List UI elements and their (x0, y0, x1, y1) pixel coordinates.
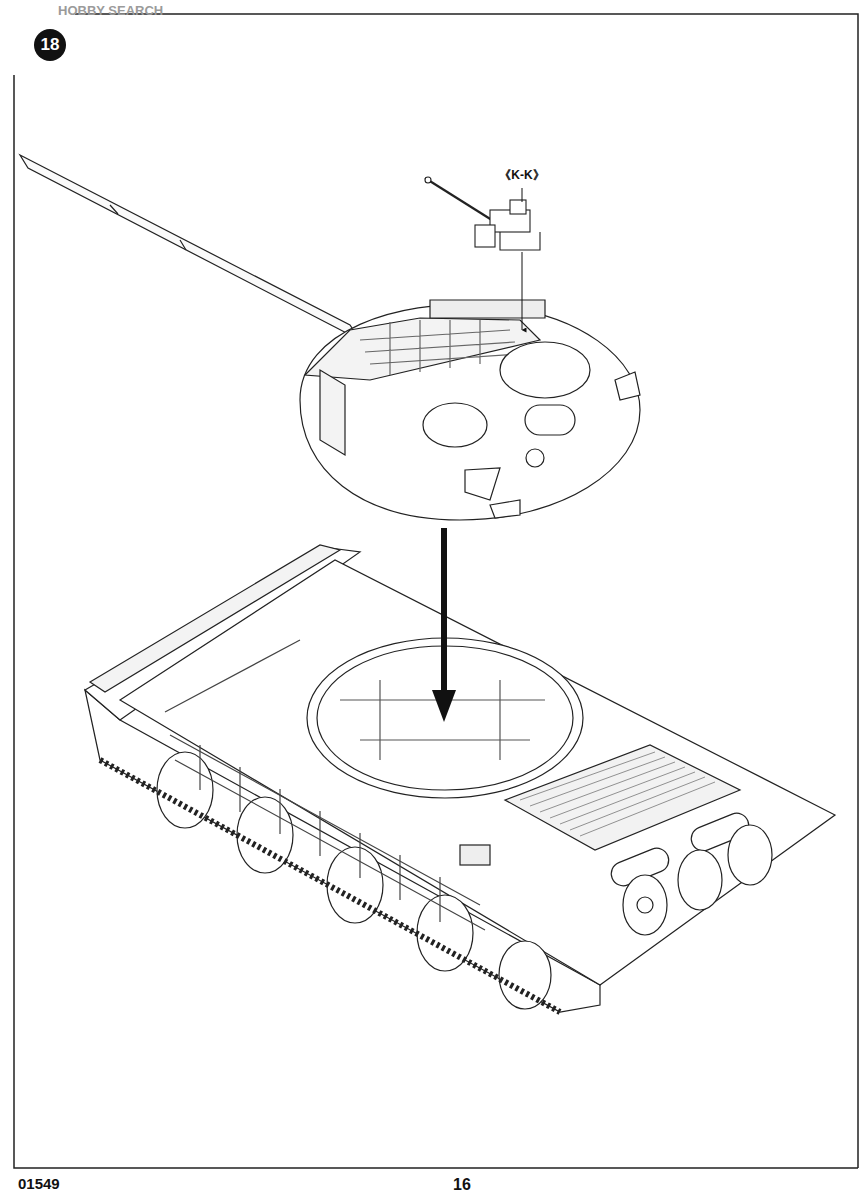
hull (85, 545, 835, 1012)
assembly-arrowhead (432, 690, 456, 722)
kit-number: 01549 (18, 1176, 60, 1193)
part-callout: 《K-K》 (499, 169, 544, 182)
step-circle (34, 29, 66, 61)
watermark: HOBBY SEARCH (58, 4, 163, 18)
machine-gun (425, 177, 540, 250)
page-frame (14, 14, 858, 1168)
assembly-arrow (522, 252, 523, 330)
turret (20, 155, 640, 520)
step-number: 18 (41, 36, 60, 55)
page-number: 16 (453, 1176, 471, 1194)
leader-line (522, 188, 523, 202)
assembly-arrow (441, 528, 447, 690)
